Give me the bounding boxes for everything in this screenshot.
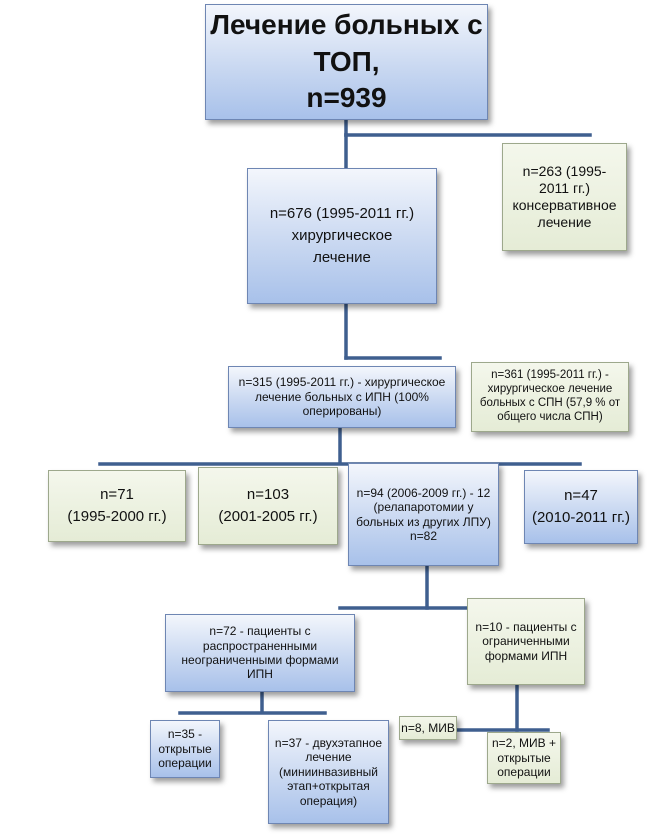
period-2001-2005-years: (2001-2005 гг.) [218,508,318,525]
miv-2-line-1: n=2, МИВ + [492,736,556,751]
root-node-line-1: Лечение больных с ТОП, [210,9,483,77]
miv-8-line-1: n=8, МИВ [401,720,455,735]
miv-2-line-2: открытые [497,750,551,765]
surgical-node: n=676 (1995-2011 гг.) хирургическое лече… [247,168,437,304]
conservative-node-line-4: лечение [537,213,592,230]
open-operations-line-3: операции [158,756,212,771]
root-node-line-2: n=939 [306,82,387,114]
open-operations-node: n=35 - открытые операции [150,720,220,778]
wide-forms-node: n=72 - пациенты с распространенными неог… [165,614,355,692]
surgical-node-line-3: лечение [313,248,371,266]
period-1995-2000-count: n=71 [100,486,134,504]
ipn-node: n=315 (1995-2011 гг.) - хирургическое ле… [228,366,456,428]
two-stage-line-5: операция) [299,793,358,808]
period-2006-2009-line-2: (релапаротомии у [373,500,474,515]
surgical-node-line-1: n=676 (1995-2011 гг.) [269,205,415,223]
period-2010-2011-years: (2010-2011 гг.) [531,509,631,526]
surgical-node-line-2: хирургическое [291,227,393,245]
two-stage-line-3: (миниинвазивный [279,764,378,779]
limited-forms-line-3: формами ИПН [484,648,568,663]
ipn-node-line-1: n=315 (1995-2011 гг.) - хирургическое [238,375,446,390]
spn-node-line-3: больных с СПН (57,9 % от [479,397,621,409]
two-stage-line-4: этап+открытая [287,779,370,794]
ipn-node-line-3: оперированы) [302,404,382,419]
period-2001-2005-node: n=103 (2001-2005 гг.) [198,467,338,545]
period-1995-2000-years: (1995-2000 гг.) [67,508,167,525]
miv-2-line-3: операции [497,765,551,780]
limited-forms-node: n=10 - пациенты с ограниченными формами … [467,598,585,685]
ipn-node-line-2: лечение больных с ИПН (100% [255,389,429,404]
period-2001-2005-count: n=103 [246,486,290,504]
period-1995-2000-node: n=71 (1995-2000 гг.) [48,470,186,542]
open-operations-line-1: n=35 - [167,727,203,742]
spn-node-line-1: n=361 (1995-2011 гг.) - [491,369,609,382]
conservative-node: n=263 (1995- 2011 гг.) консервативное ле… [502,143,627,251]
spn-node-line-4: общего числа СПН) [497,410,603,423]
period-2006-2009-line-4: n=82 [409,528,438,543]
conservative-node-line-2: 2011 гг.) [538,180,591,197]
two-stage-node: n=37 - двухэтапное лечение (миниинвазивн… [268,720,389,824]
open-operations-line-2: открытые [158,741,212,756]
miv-2-node: n=2, МИВ + открытые операции [487,732,561,784]
spn-node-line-2: хирургическое лечение [487,383,613,396]
limited-forms-line-2: ограниченными [482,634,570,649]
spn-node: n=361 (1995-2011 гг.) - хирургическое ле… [471,362,629,432]
period-2010-2011-node: n=47 (2010-2011 гг.) [524,470,638,544]
wide-forms-line-1: n=72 - пациенты с [209,624,311,639]
conservative-node-line-1: n=263 (1995- [522,163,607,180]
wide-forms-line-4: ИПН [247,667,273,682]
miv-8-node: n=8, МИВ [399,716,457,740]
conservative-node-line-3: консервативное [512,197,617,213]
limited-forms-line-1: n=10 - пациенты с [475,619,577,634]
period-2006-2009-node: n=94 (2006-2009 гг.) - 12 (релапаротомии… [348,463,499,566]
two-stage-line-1: n=37 - двухэтапное [274,736,383,751]
period-2010-2011-count: n=47 [564,487,598,505]
period-2006-2009-line-3: больных из других ЛПУ) [356,514,491,529]
root-node: Лечение больных с ТОП, n=939 [205,4,488,120]
two-stage-line-2: лечение [305,750,352,765]
wide-forms-line-3: неограниченными формами [181,653,339,667]
wide-forms-line-2: распространенными [202,638,318,653]
period-2006-2009-line-1: n=94 (2006-2009 гг.) - 12 [356,485,491,500]
